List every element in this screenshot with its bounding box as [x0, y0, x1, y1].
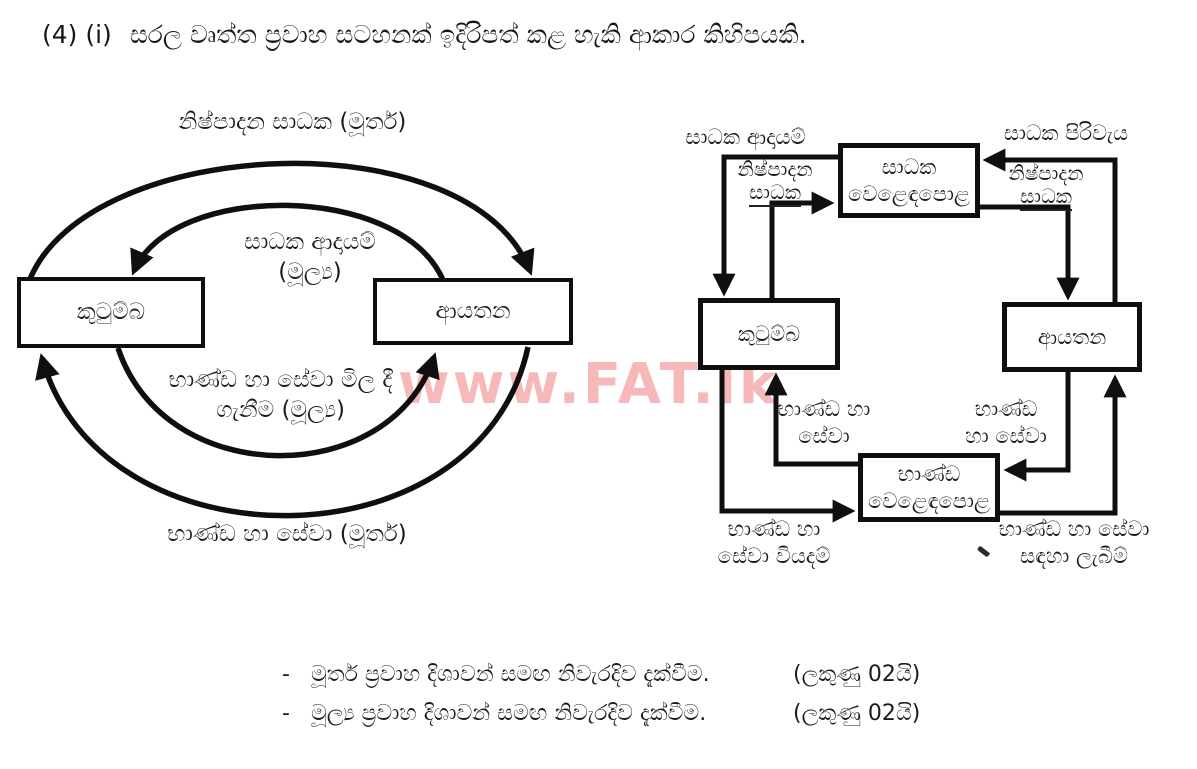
label-factor-cost: සාධක පිරිවැය [1003, 121, 1129, 145]
label-receipts-line2: සඳහා ලැබීම් [1020, 544, 1128, 569]
question-title: (4) (i) සරල වෘත්ත ප්‍රවාහ සටහනක් ඉදිරිපත… [42, 20, 807, 50]
right-diagram-firms-box: ආයතන [1002, 302, 1142, 372]
label-goods-right-line1: භාණ්ඩ [974, 397, 1038, 421]
label-goods-right-line2: හා සේවා [965, 424, 1047, 449]
bullet-2-marks: (ලකුණු 02යි) [793, 701, 921, 726]
bullet-1-dash: - [282, 662, 290, 687]
label-prod-factors-right-line1: නිෂ්පාදන [1008, 161, 1084, 185]
label-production-factors-real: නිෂ්පාදන සාධක (මූර්ත) [178, 109, 407, 135]
bullet-2-dash: - [282, 701, 290, 726]
label-receipts-line1: භාණ්ඩ හා සේවා [998, 517, 1150, 541]
label-goods-left-line1: භාණ්ඩ හා [777, 397, 871, 421]
right-diagram-households-box: කුටුම්බ [698, 298, 840, 370]
factor-market-line1: සාධක [881, 155, 937, 180]
bullet-1-marks: (ලකුණු 02යි) [793, 662, 921, 687]
label-factor-income-line1: සාධක ආදායම් [244, 229, 376, 255]
label-expenditure-line2: සේවා වියදම් [717, 544, 831, 569]
households-label-right: කුටුම්බ [737, 321, 801, 346]
label-prod-factors-left-line1: නිෂ්පාදන [737, 157, 813, 181]
firms-label: ආයතන [435, 298, 511, 325]
question-title-text: සරල වෘත්ත ප්‍රවාහ සටහනක් ඉදිරිපත් කළ හැක… [129, 20, 807, 49]
label-purchase-line1: භාණ්ඩ හා සේවා මිල දී [168, 367, 393, 393]
path-production-factors-to-firms [980, 204, 1080, 301]
question-number: (4) (i) [42, 20, 112, 49]
label-purchase-line2: ගැනීම (මූල්‍ය) [216, 396, 345, 423]
label-goods-services-to-households: භාණ්ඩ හා සේවා [768, 396, 880, 451]
path-production-factors-from-households [769, 191, 835, 298]
label-production-factors-right: නිෂ්පාදන සාධක [994, 161, 1098, 211]
bullet-1-text: මූර්ත ප්‍රවාහ දිශාවන් සමඟ නිවැරදිව දැක්ව… [310, 662, 710, 687]
label-prod-factors-left-line2: සාධක [748, 180, 802, 207]
label-goods-services-receipts: භාණ්ඩ හා සේවා සඳහා ලැබීම් [988, 516, 1160, 571]
label-factor-income-money: සාධක ආදායම් (මූල්‍ය) [200, 228, 420, 288]
goods-market-line2: වෙළෙඳපොළ [868, 488, 990, 513]
label-prod-factors-right-line2: සාධක [1019, 184, 1073, 211]
label-goods-left-line2: සේවා [798, 424, 850, 449]
label-goods-services-expenditure: භාණ්ඩ හා සේවා වියදම් [698, 516, 850, 571]
households-label: කුටුම්බ [76, 299, 146, 326]
bullet-2-text: මූල්‍ය ප්‍රවාහ දිශාවන් සමඟ නිවැරදිව දැක්… [310, 701, 707, 726]
marking-bullet-1: - මූර්ත ප්‍රවාහ දිශාවන් සමඟ නිවැරදිව දැක… [282, 662, 710, 687]
label-production-factors-left: නිෂ්පාදන සාධක [723, 157, 827, 207]
label-expenditure-line1: භාණ්ඩ හා [727, 517, 821, 541]
factor-market-box: සාධක වෙළෙඳපොළ [838, 143, 980, 218]
firms-label-right: ආයතන [1037, 324, 1107, 349]
left-diagram-households-box: කුටුම්බ [17, 277, 205, 348]
label-purchase-goods-money: භාණ්ඩ හා සේවා මිල දී ගැනීම (මූල්‍ය) [148, 366, 413, 426]
left-diagram-firms-box: ආයතන [373, 278, 573, 345]
factor-market-line2: වෙළෙඳපොළ [848, 181, 970, 206]
label-goods-services-real: භාණ්ඩ හා සේවා (මූර්ත) [167, 521, 407, 547]
label-factor-income: සාධක ආදායම් [685, 125, 806, 149]
label-goods-services-from-firms: භාණ්ඩ හා සේවා [950, 396, 1062, 451]
goods-market-box: භාණ්ඩ වෙළෙඳපොළ [858, 453, 1000, 522]
marking-bullet-2: - මූල්‍ය ප්‍රවාහ දිශාවන් සමඟ නිවැරදිව දැ… [282, 701, 706, 726]
label-factor-income-line2: (මූල්‍ය) [278, 258, 342, 285]
goods-market-line1: භාණ්ඩ [897, 462, 961, 487]
